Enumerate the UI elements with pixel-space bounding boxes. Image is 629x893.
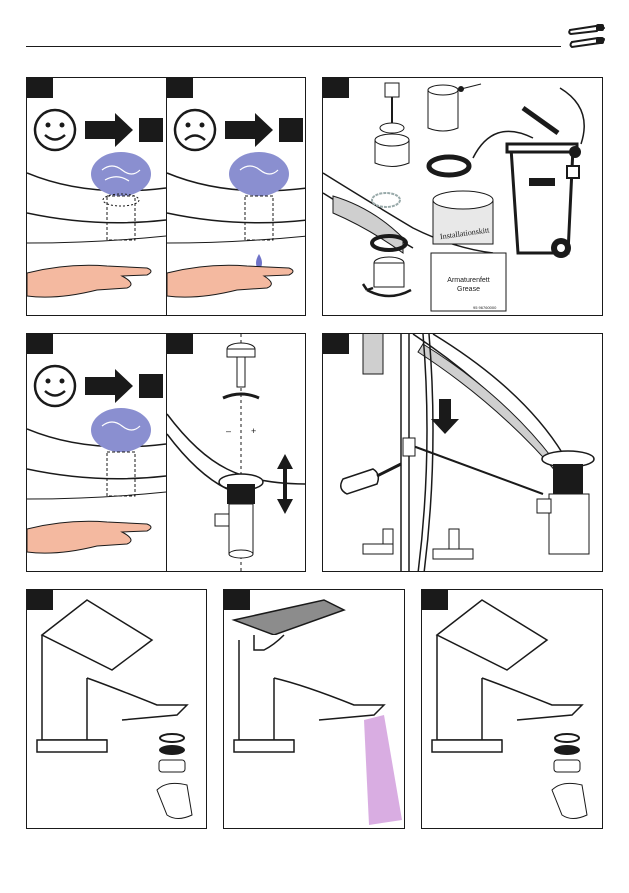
adjust-minus-label: –	[226, 426, 231, 436]
grease-code: 95 96760000	[473, 305, 496, 310]
grease-label-line2: Grease	[431, 285, 506, 294]
grease-label: Armaturenfett Grease	[431, 276, 506, 294]
adjust-plus-label: +	[251, 426, 256, 436]
panel-rod-adjust	[322, 333, 603, 572]
panel-faucet-flow	[223, 589, 405, 829]
water-spray	[364, 715, 402, 825]
water-surface	[91, 152, 151, 196]
panel-drain-check-1	[26, 77, 306, 316]
arrow-right-icon	[85, 113, 133, 147]
smiley-happy-icon	[35, 110, 75, 150]
panel-cleaning-kit: Installationskitt Armaturenfett Grease 9…	[322, 77, 603, 316]
smiley-sad-icon	[175, 110, 215, 150]
panel-faucet-aerator-install	[421, 589, 603, 829]
smiley-happy-icon	[35, 366, 75, 406]
wrench-screwdriver-icon	[566, 22, 608, 50]
grease-label-line1: Armaturenfett	[431, 276, 506, 285]
arrow-down-icon	[431, 399, 459, 434]
panel-drain-check-2: – +	[26, 333, 306, 572]
header-rule	[26, 46, 561, 47]
arrow-right-icon	[225, 113, 273, 147]
panel-faucet-aerator-remove	[26, 589, 207, 829]
